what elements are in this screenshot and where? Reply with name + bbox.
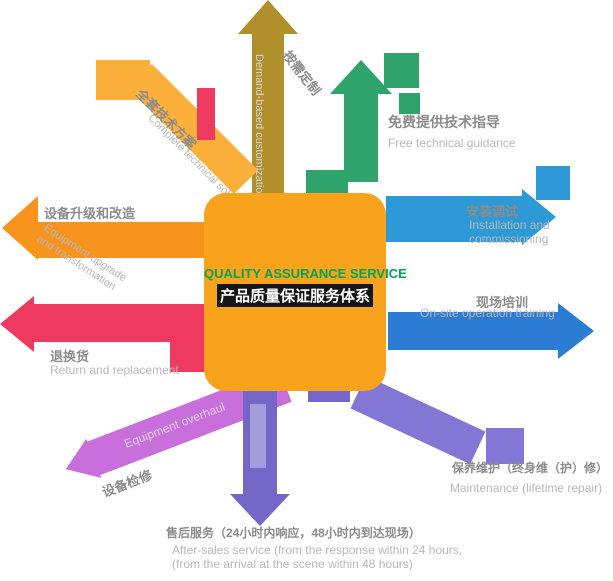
center-title-zh: 产品质量保证服务体系	[216, 284, 373, 307]
center-title-en: QUALITY ASSURANCE SERVICE	[204, 266, 407, 281]
guidance-label-zh: 免费提供技术指导	[388, 114, 500, 130]
arrow-up-icon	[330, 60, 392, 94]
training-label-zh: 现场培训	[476, 295, 529, 310]
arrow-accent-square	[384, 53, 419, 88]
demand-label-zh: 按需定制	[279, 47, 324, 99]
arrow-down-icon	[230, 494, 290, 526]
arrow-shaft	[386, 196, 522, 242]
arrow-accent-square	[536, 166, 570, 200]
install-label-en-line2: commissioning	[469, 232, 549, 246]
aftersales-label-zh: 售后服务（24小时内响应，48小时内到达现场）	[166, 526, 421, 540]
arrow-up-icon	[238, 0, 298, 34]
maintenance-label-zh: 保养维护（终身维（护）修）	[452, 461, 609, 475]
arrow-shaft	[243, 390, 277, 494]
arrow-right-icon	[558, 303, 594, 359]
arrow-accent-square-small	[399, 93, 420, 114]
arrow-head-square	[486, 428, 524, 464]
arrow-left-icon	[0, 296, 34, 352]
arrow-shaft	[252, 30, 284, 213]
return-label-zh: 退换货	[50, 349, 90, 364]
aftersales-label-en-line2: (from the arrival at the scene within 48…	[172, 557, 413, 571]
red-accent-bar	[197, 88, 215, 140]
arrow-shaft	[344, 94, 378, 182]
demand-label-en: Demand-based customization	[253, 54, 265, 200]
return-label-en: Return and replacement	[50, 363, 179, 377]
training-label-en: On-site operation training	[420, 306, 555, 320]
center-titles: QUALITY ASSURANCE SERVICE 产品质量保证服务体系	[204, 266, 407, 307]
arrow-shaft	[388, 312, 558, 350]
arrow-shaft	[32, 304, 204, 342]
guidance-label-en: Free technical guidance	[388, 136, 516, 150]
arrow-left-icon	[2, 196, 38, 260]
aftersales-label-en-line1: After-sales service (from the response w…	[172, 543, 463, 557]
arrow-shaft	[36, 222, 214, 258]
upgrade-label-zh: 设备升级和改造	[44, 206, 136, 221]
install-label-zh: 安装调试	[466, 204, 519, 219]
arrow-tail-square	[170, 337, 206, 372]
arrow-shaft	[127, 63, 259, 195]
arrow-highlight	[250, 404, 266, 468]
maintenance-label-en: Maintenance (lifetime repair)	[450, 481, 603, 495]
install-label-en-line1: Installation and	[469, 218, 550, 232]
